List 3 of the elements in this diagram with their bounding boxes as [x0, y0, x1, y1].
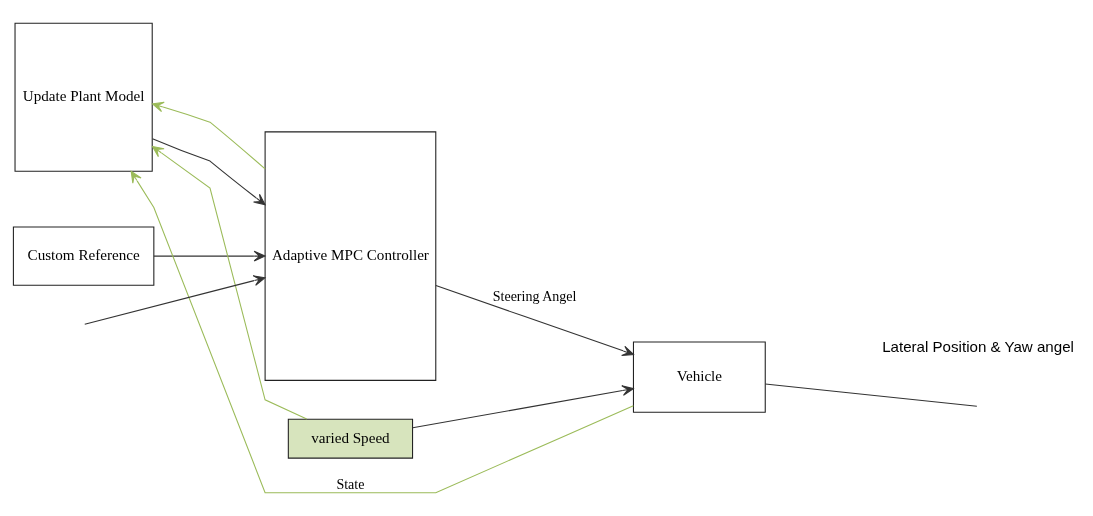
edge-label: Steering Angel: [492, 287, 577, 304]
edge-label: State: [336, 475, 365, 492]
label: Lateral Position & Yaw angel: [882, 337, 1074, 355]
